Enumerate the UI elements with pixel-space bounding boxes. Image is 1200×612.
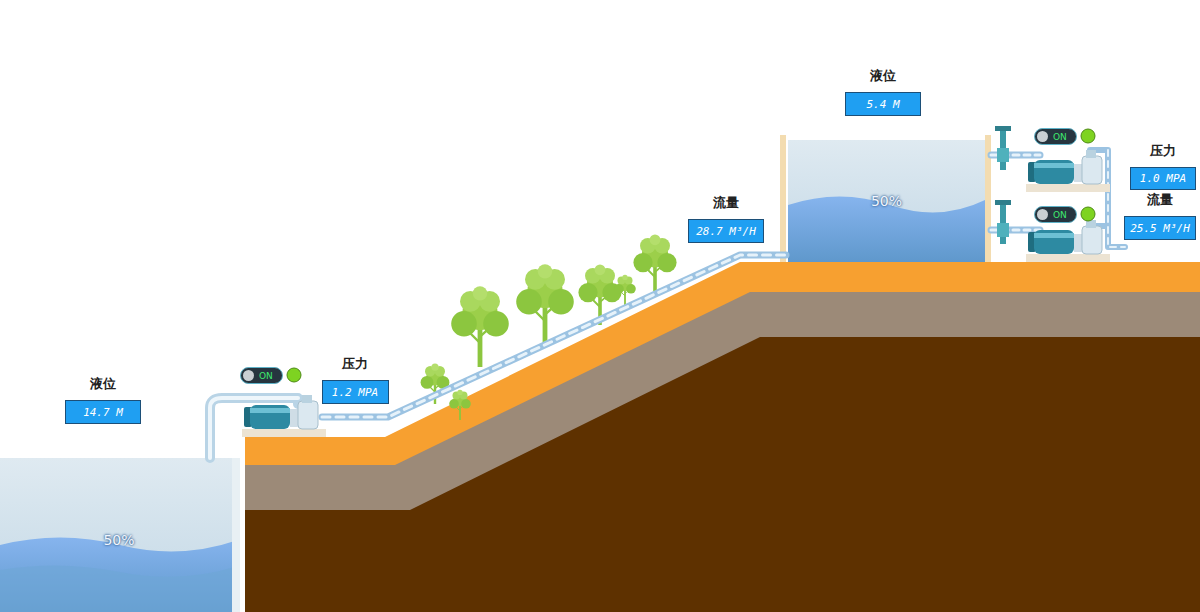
toggle-state: ON: [1053, 210, 1067, 220]
left-tank: [0, 458, 240, 612]
pump: [1026, 220, 1110, 262]
status-lamp: [1081, 129, 1095, 143]
toggle-state: ON: [259, 371, 273, 381]
toggle-switch: ON: [1034, 128, 1077, 145]
toggle-knob: [1037, 209, 1048, 220]
readout-label: 流量: [713, 194, 739, 212]
readout-display: 25.5 M³/H: [1124, 216, 1196, 240]
status-lamps: [287, 129, 1095, 382]
readout-box: 压力 1.0 MPA: [1130, 142, 1196, 190]
valve-wheel: [995, 200, 1011, 205]
valve-body: [997, 148, 1009, 162]
readout-value: 5.4 M: [866, 98, 899, 111]
ground-topsoil: [245, 262, 1200, 612]
readout-display: 1.2 MPA: [322, 380, 389, 404]
pumps: [242, 150, 1110, 437]
readout-label: 流量: [1147, 191, 1173, 209]
readout-box: 液位 5.4 M: [845, 67, 921, 116]
water-tank: 50%: [0, 458, 238, 612]
tank-water-deep: [0, 565, 238, 612]
readout-label: 液位: [90, 375, 116, 393]
readout-box: 液位 14.7 M: [65, 375, 141, 424]
readout-value: 25.5 M³/H: [1130, 222, 1190, 235]
pipe-dash: [1108, 150, 1125, 247]
tank-water: [0, 538, 238, 612]
tank-body: [788, 140, 985, 262]
tank-post: [780, 135, 786, 262]
tree: [449, 390, 471, 420]
right-tank: [780, 135, 991, 262]
tree: [451, 286, 509, 367]
readout-display: 1.0 MPA: [1130, 167, 1196, 190]
status-lamp: [287, 368, 301, 382]
pipe: [322, 255, 786, 417]
readout-box: 流量 28.7 M³/H: [688, 194, 764, 243]
readout-box: 流量 25.5 M³/H: [1124, 191, 1196, 240]
ground-gravel: [245, 292, 1200, 612]
tank-wall: [232, 458, 240, 612]
pump: [1026, 150, 1110, 192]
readout-value: 1.0 MPA: [1140, 172, 1186, 185]
valve-wheel: [995, 126, 1011, 131]
readout-display: 28.7 M³/H: [688, 219, 764, 243]
readout-value: 1.2 MPA: [332, 386, 378, 399]
pump: [242, 395, 326, 437]
readout-label: 压力: [1150, 142, 1176, 160]
readout-value: 14.7 M: [83, 406, 123, 419]
readout-value: 28.7 M³/H: [696, 225, 756, 238]
water-tank: 50%: [788, 140, 985, 262]
toggle-knob: [243, 370, 254, 381]
tank-level-percent: 50%: [871, 193, 902, 262]
readout-display: 14.7 M: [65, 400, 141, 424]
toggle-switch: ON: [240, 367, 283, 384]
pipe-dash: [322, 255, 786, 417]
readout-box: 压力 1.2 MPA: [322, 355, 389, 404]
toggle-knob: [1037, 131, 1048, 142]
status-lamp: [1081, 207, 1095, 221]
ground-soil: [245, 337, 1200, 612]
valve-body: [997, 223, 1009, 237]
toggle-state: ON: [1053, 132, 1067, 142]
trees: [421, 234, 677, 420]
toggle-switch: ON: [1034, 206, 1077, 223]
tank-level-percent: 50%: [103, 532, 134, 612]
readout-label: 压力: [342, 355, 368, 373]
readout-display: 5.4 M: [845, 92, 921, 116]
ground: [245, 262, 1200, 612]
pipes: [210, 150, 1125, 458]
tree: [614, 275, 636, 305]
tank-body: [0, 458, 238, 612]
readout-label: 液位: [870, 67, 896, 85]
valves: [995, 126, 1011, 244]
